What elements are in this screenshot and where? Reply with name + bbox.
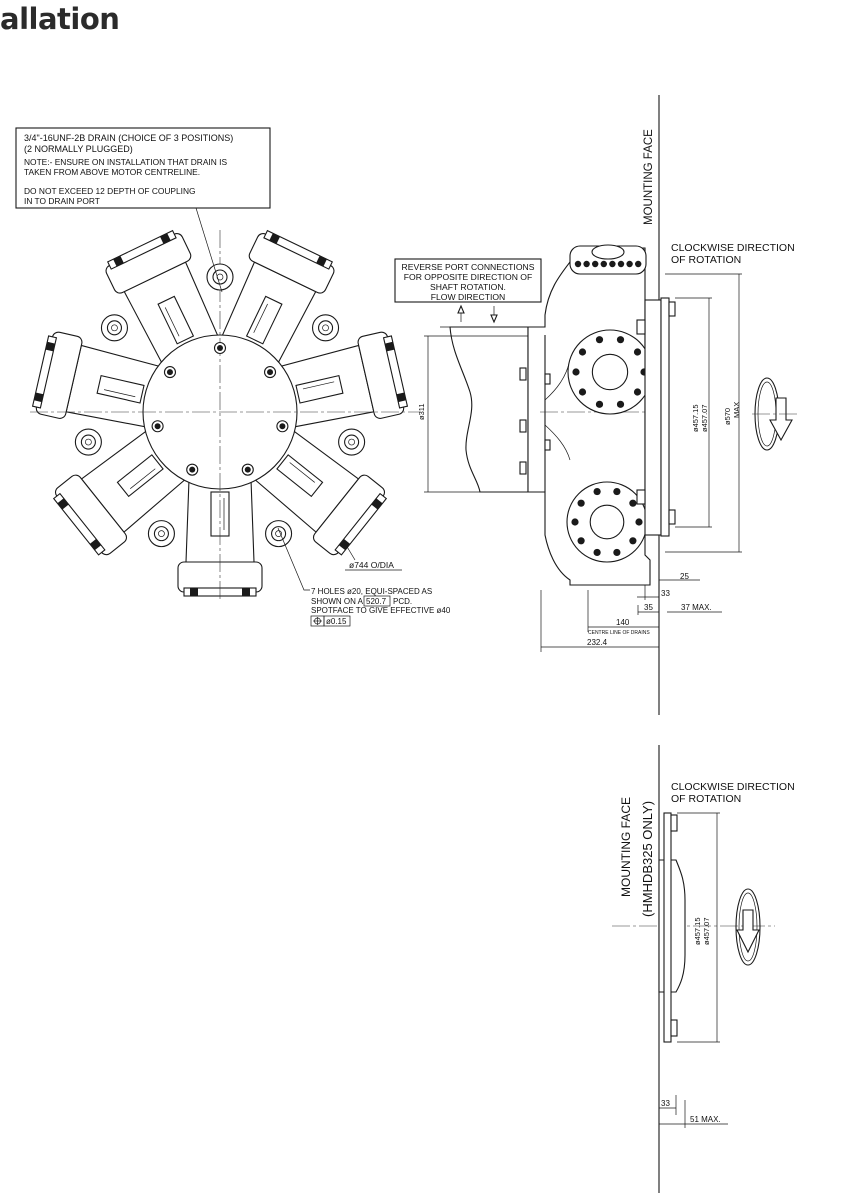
housing-bolt-1 [213, 341, 227, 355]
holes-note-line-1: 7 HOLES ø20, EQUI-SPACED AS [311, 587, 432, 596]
clockwise-label-2: OF ROTATION [671, 254, 741, 266]
side-head-2 [567, 329, 653, 415]
lug-6 [338, 428, 366, 456]
clockwise-label-3: CLOCKWISE DIRECTION [671, 781, 795, 793]
dim-140: 140 [616, 618, 630, 627]
bottom-view: MOUNTING FACE (HMHDB325 ONLY) ø457.15 ø4… [612, 745, 795, 1193]
rotation-arrow-icon [752, 377, 800, 451]
reverse-line-4: FLOW DIRECTION [431, 292, 505, 302]
lug-1 [147, 520, 175, 548]
dim-457-15-b: ø457.15 [693, 917, 702, 945]
holes-leader-line [277, 527, 310, 591]
lug-4 [206, 263, 234, 291]
mounting-face-label: MOUNTING FACE [643, 129, 655, 225]
drain-note-line-1: 3/4"-16UNF-2B DRAIN (CHOICE OF 3 POSITIO… [24, 133, 233, 143]
dim-311: ø311 [417, 403, 426, 420]
holes-note-line-2b: PCD. [393, 597, 412, 606]
od-note: ø744 O/DIA [342, 539, 402, 571]
clockwise-label-4: OF ROTATION [671, 793, 741, 805]
side-view-motor: MOUNTING FACE ø311 ø457.15 ø4 [417, 95, 800, 715]
dim-25: 25 [680, 572, 689, 581]
cylinder-heads-side [566, 244, 653, 563]
od-leader-line [342, 539, 356, 561]
reverse-line-3: SHAFT ROTATION. [430, 282, 506, 292]
mounting-lugs [74, 263, 366, 548]
centre-line-of-drains: CENTRE LINE OF DRAINS [588, 630, 650, 636]
lug-2 [74, 428, 102, 456]
housing-bolt-holes [151, 341, 289, 476]
shaft-port-outline [449, 326, 529, 493]
drain-note-line-5: DO NOT EXCEED 12 DEPTH OF COUPLING [24, 186, 196, 196]
holes-note: 7 HOLES ø20, EQUI-SPACED AS SHOWN ON A 5… [277, 527, 451, 627]
holes-note-line-3: SPOTFACE TO GIVE EFFECTIVE ø40 [311, 606, 451, 615]
pcd-box [363, 595, 391, 607]
housing-bolt-2 [263, 366, 277, 379]
lug-7 [265, 520, 293, 548]
mounting-face-label-2a: MOUNTING FACE [619, 797, 633, 897]
flow-down-arrow-icon [490, 306, 498, 324]
side-head-3 [566, 481, 648, 563]
front-view-motor [30, 229, 420, 600]
drain-note-line-3: NOTE:- ENSURE ON INSTALLATION THAT DRAIN… [24, 157, 227, 167]
dim-457-07-b: ø457.07 [702, 917, 711, 945]
dim-37-max: 37 MAX. [681, 603, 712, 612]
reverse-port-note: REVERSE PORT CONNECTIONS FOR OPPOSITE DI… [394, 258, 542, 324]
rotation-arrow-icon-2 [735, 888, 761, 966]
tolerance-value: ø0.15 [326, 617, 347, 626]
lug-5 [311, 314, 340, 342]
drain-leader-line [195, 207, 223, 293]
mounting-face-label-2b: (HMHDB325 ONLY) [640, 801, 655, 917]
dim-457-15: ø457.15 [691, 404, 700, 432]
spigot-outline [663, 812, 672, 1043]
drain-note: 3/4"-16UNF-2B DRAIN (CHOICE OF 3 POSITIO… [15, 127, 271, 293]
housing-bolt-6 [151, 420, 164, 433]
flange-outline [658, 859, 686, 993]
housing-bolt-4 [241, 463, 254, 476]
mounting-spigot [660, 297, 670, 537]
dim-51-max: 51 MAX. [690, 1115, 721, 1124]
page-title: allation [0, 2, 120, 36]
holes-pcd-value: 520.7 [366, 597, 387, 606]
dim-570-max: MAX [732, 402, 741, 418]
dim-457-07: ø457.07 [700, 404, 709, 432]
side-head-1 [569, 244, 647, 275]
dim-33: 33 [661, 589, 670, 598]
dim-232-4: 232.4 [587, 638, 608, 647]
drain-note-line-6: IN TO DRAIN PORT [24, 196, 100, 206]
housing-bolt-7 [163, 366, 177, 379]
tolerance-box [323, 615, 351, 627]
reverse-port-box [394, 258, 542, 303]
mounting-flange [644, 299, 662, 536]
drain-note-line-4: TAKEN FROM ABOVE MOTOR CENTRELINE. [24, 167, 200, 177]
flow-up-arrow-icon [457, 304, 465, 322]
reverse-line-1: REVERSE PORT CONNECTIONS [402, 262, 535, 272]
reverse-line-2: FOR OPPOSITE DIRECTION OF [404, 272, 532, 282]
housing-bolt-3 [276, 420, 289, 433]
dim-33-b: 33 [661, 1099, 670, 1108]
od-dimension: ø744 O/DIA [349, 560, 394, 570]
dim-35: 35 [644, 603, 653, 612]
housing-bolt-5 [186, 463, 199, 476]
clockwise-label-1: CLOCKWISE DIRECTION [671, 242, 795, 254]
drain-note-line-2: (2 NORMALLY PLUGGED) [24, 144, 133, 154]
holes-note-line-2a: SHOWN ON A [311, 597, 364, 606]
dim-570: ø570 [723, 408, 732, 425]
drain-note-box [15, 127, 271, 209]
lug-3 [100, 314, 129, 342]
